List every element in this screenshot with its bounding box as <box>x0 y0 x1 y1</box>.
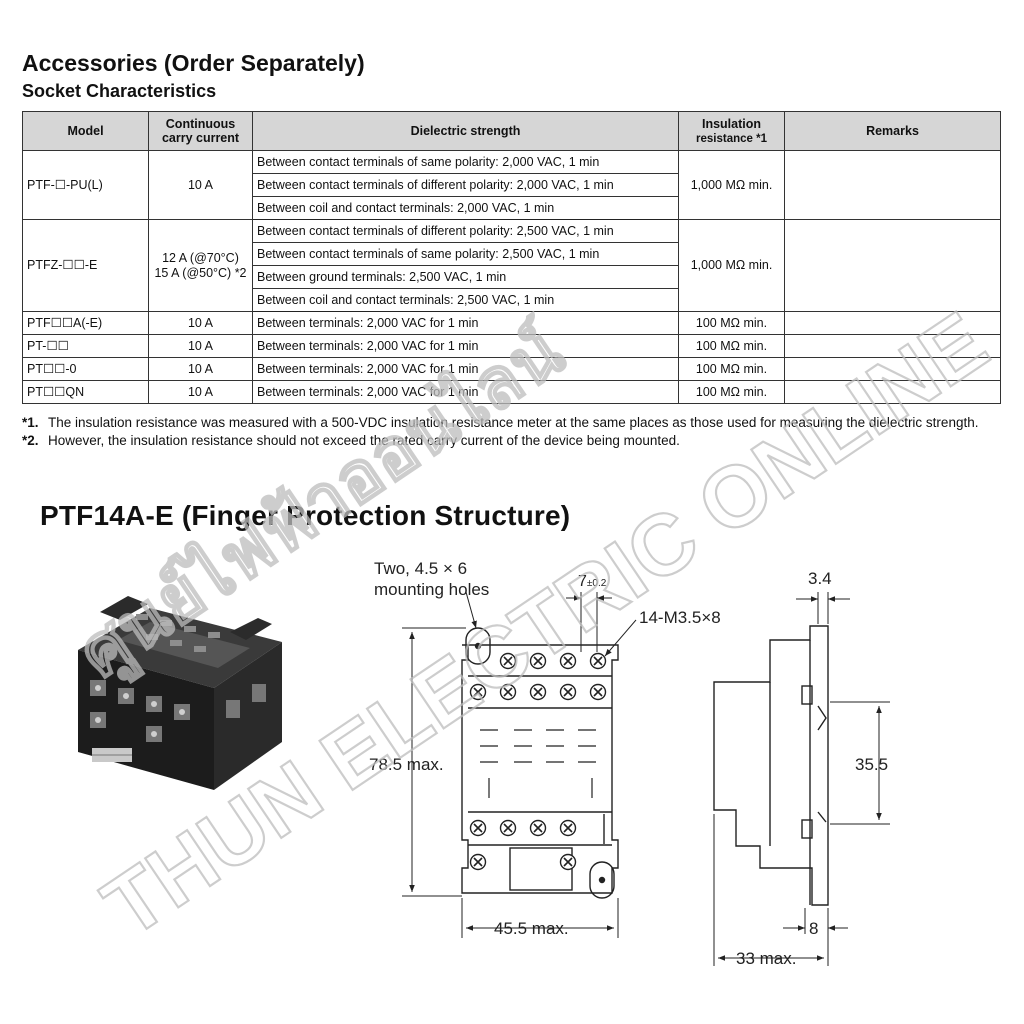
header-carry-line1: Continuous <box>165 117 236 131</box>
pitch-value: 7 <box>578 573 587 590</box>
mounting-holes-label-1: Two, 4.5 × 6 <box>374 559 467 578</box>
header-remarks: Remarks <box>784 111 1001 151</box>
table-row: Between ground terminals: 2,500 VAC, 1 m… <box>23 265 1001 289</box>
insulation-cell: 1,000 MΩ min. <box>678 219 785 312</box>
table-row: Between contact terminals of same polari… <box>23 242 1001 266</box>
front-view-drawing <box>461 627 619 899</box>
remarks-cell <box>784 311 1001 335</box>
remarks-cell <box>784 150 1001 220</box>
header-dielectric: Dielectric strength <box>252 111 679 151</box>
footnotes: *1. The insulation resistance was measur… <box>22 415 992 451</box>
table-row: Between contact terminals of different p… <box>23 173 1001 197</box>
header-insulation-line2: resistance *1 <box>696 132 767 145</box>
dielectric-cell: Between contact terminals of different p… <box>252 173 679 197</box>
dielectric-cell: Between contact terminals of same polari… <box>252 242 679 266</box>
width-dimension-label: 45.5 max. <box>494 919 569 938</box>
remarks-cell <box>784 357 1001 381</box>
footnote: *2. However, the insulation resistance s… <box>22 433 992 449</box>
footnote-text: However, the insulation resistance shoul… <box>48 433 680 448</box>
side-bottom-dimension-label: 8 <box>809 919 818 938</box>
table-header-row: Model Continuous carry current Dielectri… <box>22 111 1001 151</box>
side-mid-dimension-label: 35.5 <box>855 755 888 774</box>
insulation-cell: 100 MΩ min. <box>678 380 785 404</box>
current-cell: 12 A (@70°C) 15 A (@50°C) *2 <box>148 219 253 312</box>
side-dimensions <box>713 592 890 966</box>
dielectric-cell: Between coil and contact terminals: 2,50… <box>252 288 679 312</box>
socket-characteristics-table: Model Continuous carry current Dielectri… <box>22 111 1001 404</box>
table-row: PTF-☐-PU(L) 10 A Between contact termina… <box>22 150 1001 220</box>
model-cell: PTF-☐-PU(L) <box>22 150 149 220</box>
insulation-cell: 1,000 MΩ min. <box>678 150 785 220</box>
current-line2: 15 A (@50°C) *2 <box>154 265 247 280</box>
header-insulation-line1: Insulation <box>701 116 762 131</box>
footnote-mark: *1. <box>22 415 39 430</box>
remarks-cell <box>784 219 1001 312</box>
mounting-holes-label-2: mounting holes <box>374 580 489 599</box>
screw-spec-label: 14-M3.5×8 <box>639 608 721 627</box>
depth-dimension-label: 33 max. <box>736 949 796 968</box>
header-model: Model <box>22 111 149 151</box>
table-row: PT-☐☐ 10 A Between terminals: 2,000 VAC … <box>22 334 1001 358</box>
dielectric-cell: Between terminals: 2,000 VAC for 1 min <box>252 334 679 358</box>
model-cell: PT-☐☐ <box>22 334 149 358</box>
dielectric-cell: Between terminals: 2,000 VAC for 1 min <box>252 357 679 381</box>
pitch-label: 7±0.2 <box>578 573 607 590</box>
watermark: THUN ELECTRIC ONLINE ศูนย์ไฟฟ้าออนไลน์ <box>63 293 1006 957</box>
dielectric-cell: Between contact terminals of same polari… <box>252 150 679 174</box>
side-top-dimension-label: 3.4 <box>808 569 832 588</box>
header-carry-line2: carry current <box>161 131 240 145</box>
model-cell: PTFZ-☐☐-E <box>22 219 149 312</box>
insulation-cell: 100 MΩ min. <box>678 334 785 358</box>
height-dimension-label: 78.5 max. <box>369 755 444 774</box>
table-row: Between coil and contact terminals: 2,50… <box>23 288 1001 312</box>
table-body: PTF-☐-PU(L) 10 A Between contact termina… <box>22 150 1001 404</box>
remarks-cell <box>784 380 1001 404</box>
dielectric-cell: Between terminals: 2,000 VAC for 1 min <box>252 380 679 404</box>
current-cell: 10 A <box>148 380 253 404</box>
socket-product-image <box>78 596 282 790</box>
table-row: PT☐☐QN 10 A Between terminals: 2,000 VAC… <box>22 380 1001 404</box>
footnote: *1. The insulation resistance was measur… <box>22 415 992 431</box>
side-view-drawing <box>713 625 829 906</box>
footnote-mark: *2. <box>22 433 39 448</box>
footnote-text: The insulation resistance was measured w… <box>48 415 979 430</box>
table-row: PTFZ-☐☐-E 12 A (@70°C) 15 A (@50°C) *2 B… <box>22 219 1001 312</box>
dielectric-cell: Between contact terminals of different p… <box>252 219 679 243</box>
insulation-cell: 100 MΩ min. <box>678 311 785 335</box>
page-heading: Accessories (Order Separately) <box>22 50 365 76</box>
current-line1: 12 A (@70°C) <box>162 250 239 265</box>
model-cell: PT☐☐QN <box>22 380 149 404</box>
header-insulation: Insulation resistance *1 <box>678 111 785 151</box>
product-section-title: PTF14A-E (Finger Protection Structure) <box>40 500 571 531</box>
remarks-cell <box>784 334 1001 358</box>
section-subheading: Socket Characteristics <box>22 81 217 101</box>
front-dimensions <box>402 591 637 938</box>
dielectric-cell: Between ground terminals: 2,500 VAC, 1 m… <box>252 265 679 289</box>
pitch-tolerance: ±0.2 <box>587 578 607 589</box>
